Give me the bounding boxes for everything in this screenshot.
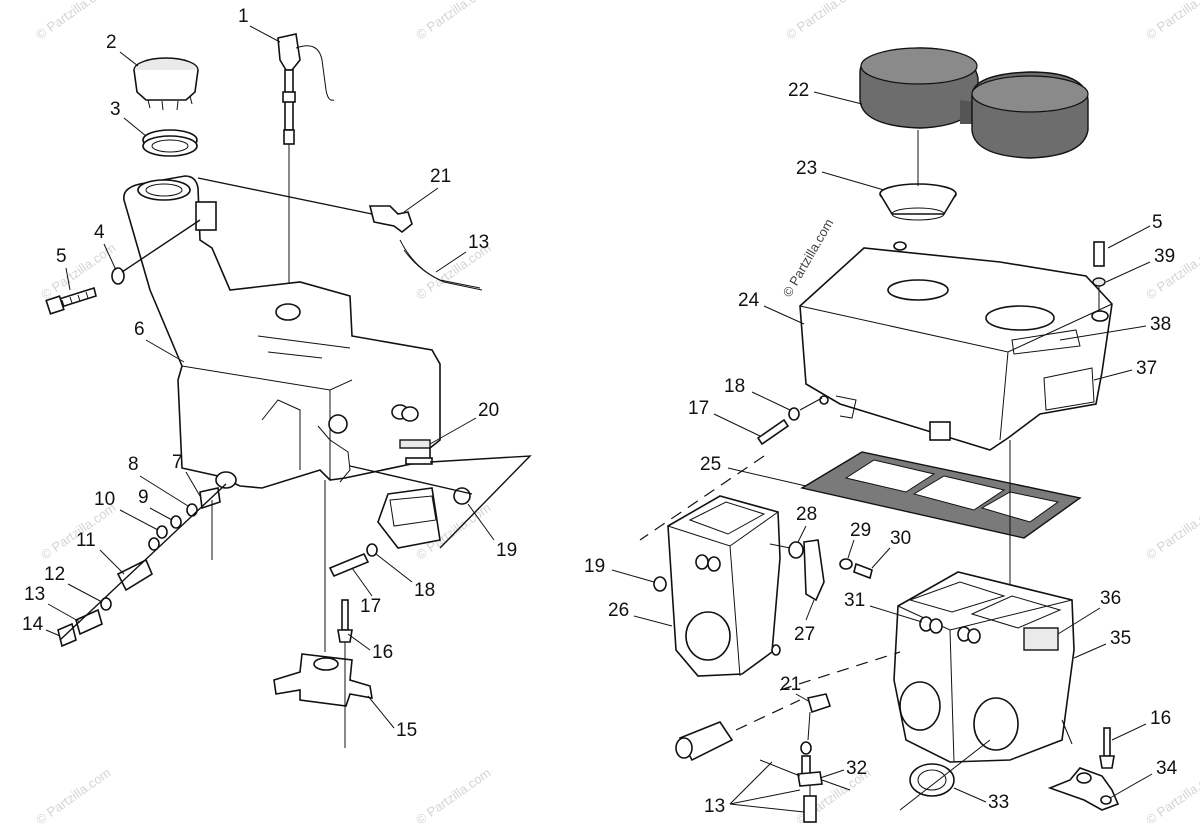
- callout-2: 2: [106, 32, 117, 53]
- callout-30: 30: [890, 528, 911, 549]
- callout-13-right: 13: [704, 796, 725, 817]
- callout-6: 6: [134, 319, 145, 340]
- cover-bolt-part: [1092, 241, 1106, 310]
- watermark: © Partzilla.com: [413, 765, 493, 828]
- callout-39: 39: [1154, 246, 1175, 267]
- callout-23: 23: [796, 158, 817, 179]
- watermark: © Partzilla.com: [1143, 500, 1200, 563]
- airbox-right-part: [893, 571, 1075, 763]
- airbox-cover-part: [799, 241, 1113, 451]
- watermark: © Partzilla.com: [33, 765, 113, 828]
- bracket-part: [273, 480, 373, 748]
- callout-13-top: 13: [468, 232, 489, 253]
- callout-36: 36: [1100, 588, 1121, 609]
- callout-5: 5: [56, 246, 67, 267]
- callout-20: 20: [478, 400, 499, 421]
- grommet-part: [899, 739, 991, 811]
- watermark: © Partzilla.com: [33, 0, 113, 42]
- callout-31: 31: [844, 590, 865, 611]
- fitting-chain-part: [57, 483, 227, 648]
- callout-24: 24: [738, 290, 760, 311]
- callout-26: 26: [608, 600, 629, 621]
- callout-3: 3: [110, 99, 121, 120]
- clamp-part: [769, 539, 873, 602]
- callout-7: 7: [172, 452, 183, 473]
- fuel-filter-part: [675, 699, 801, 762]
- callout-10: 10: [94, 489, 115, 510]
- callout-27: 27: [794, 624, 815, 645]
- right-assembly: 22 23 24 5 39 38 37 18 17 25 19 26 28: [584, 47, 1178, 823]
- mount-part: [328, 455, 532, 578]
- callout-16: 16: [372, 642, 393, 663]
- left-assembly: 1 2 3 4 5 6 7 8 9 10 11 12 13 1: [22, 6, 532, 748]
- watermark: © Partzilla.com: [413, 0, 493, 42]
- callout-22: 22: [788, 80, 809, 101]
- fitting-hose-top-part: [197, 177, 483, 291]
- callout-33: 33: [988, 792, 1009, 813]
- callout-17: 17: [360, 596, 381, 617]
- callout-37: 37: [1136, 358, 1157, 379]
- callout-38: 38: [1150, 314, 1171, 335]
- bolt-washer-part: [45, 219, 201, 315]
- callout-16-right: 16: [1150, 708, 1171, 729]
- dipstick-part: [277, 33, 335, 300]
- watermark: © Partzilla.com: [783, 0, 863, 42]
- callout-14: 14: [22, 614, 44, 635]
- callout-17-right: 17: [688, 398, 709, 419]
- callout-1: 1: [238, 6, 249, 27]
- callout-13: 13: [24, 584, 45, 605]
- callout-18: 18: [414, 580, 435, 601]
- seal-ring-part: [142, 129, 198, 157]
- oil-tank-part: [123, 175, 441, 489]
- cover-screw-part: [756, 397, 823, 446]
- callout-11: 11: [76, 530, 96, 551]
- left-callouts: 1 2 3 4 5 6 7 8 9 10 11 12 13 1: [22, 6, 517, 741]
- callout-35: 35: [1110, 628, 1131, 649]
- callout-21-right: 21: [780, 674, 801, 695]
- callout-9: 9: [138, 487, 149, 508]
- callout-8: 8: [128, 454, 139, 475]
- callout-32: 32: [846, 758, 867, 779]
- filler-cap-part: [133, 57, 199, 111]
- adapter-part: [879, 130, 957, 221]
- callout-19: 19: [496, 540, 517, 561]
- right-bracket-part: [1047, 727, 1120, 811]
- callout-25: 25: [700, 454, 721, 475]
- callout-21: 21: [430, 166, 451, 187]
- callout-18-right: 18: [724, 376, 745, 397]
- right-callouts: 22 23 24 5 39 38 37 18 17 25 19 26 28: [584, 80, 1178, 817]
- airbox-left-part: [653, 495, 781, 677]
- gasket-part: [800, 451, 1082, 539]
- watermark: © Partzilla.com: [1143, 0, 1200, 42]
- callout-12: 12: [44, 564, 65, 585]
- tee-fitting-part: [759, 693, 851, 823]
- callout-34: 34: [1156, 758, 1178, 779]
- callout-29: 29: [850, 520, 871, 541]
- callout-15: 15: [396, 720, 417, 741]
- callout-5-right: 5: [1152, 212, 1163, 233]
- callout-28: 28: [796, 504, 817, 525]
- callout-4: 4: [94, 222, 105, 243]
- callout-19-right: 19: [584, 556, 605, 577]
- foam-filter-part: [859, 47, 1089, 159]
